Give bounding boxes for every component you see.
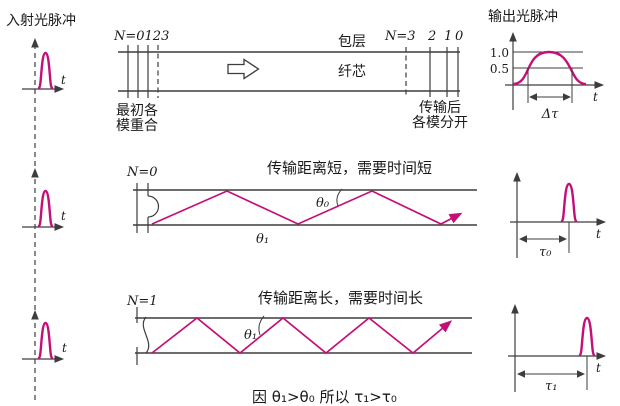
arrow-right-icon [559, 235, 567, 243]
input-pulse-curve [37, 321, 54, 360]
angle-arc-icon [258, 315, 265, 336]
arrow-right-icon [577, 370, 585, 378]
theta1-label: θ₁ [256, 232, 269, 247]
theta0-label: θ₀ [316, 196, 330, 211]
cladding-label: 包层 [338, 34, 366, 50]
arrow-left-icon [529, 93, 537, 101]
input-pulse-curve [37, 189, 54, 228]
input-caption-line1: 最初各 [116, 102, 158, 119]
delta-tau-label: Δτ [541, 107, 559, 122]
arrow-right-icon [563, 93, 571, 101]
t-label: t [596, 227, 601, 241]
output-pulse-title: 输出光脉冲 [488, 9, 558, 25]
input-graph-bottom: t [22, 321, 67, 363]
arrow-left-icon [517, 370, 525, 378]
input-graph-top: t [22, 51, 66, 93]
tau0-label: τ₀ [539, 245, 552, 260]
core-label: 纤芯 [338, 64, 366, 80]
mode0-label: N=0 [126, 165, 158, 180]
t-label: t [61, 73, 66, 87]
input-graph-middle: t [22, 189, 66, 231]
input-caption-line2: 模重合 [116, 118, 158, 134]
angle-arc-icon [336, 188, 343, 207]
mode0-ray-path [151, 190, 463, 225]
output-mode-label-0: 0 [455, 29, 463, 44]
input-pulse-column: 入射光脉冲 t t t [6, 13, 76, 402]
mode1-label: N=1 [126, 294, 158, 309]
input-pulse-curve [37, 51, 54, 90]
input-modes-label: N=0123 [113, 29, 169, 44]
theta1-label: θ₁ [244, 328, 257, 343]
tau1-graph: τ₁ t [508, 303, 607, 394]
mode1-row: N=1 传输距离长，需要时间长 θ₁ [126, 289, 472, 365]
t-label: t [62, 341, 67, 355]
output-mode-label-n3: N=3 [384, 29, 416, 44]
t-label: t [596, 361, 601, 375]
output-mode-label-1: 1 [444, 29, 452, 44]
delayed-pulse-curve [560, 182, 578, 223]
mode1-ray-path [151, 316, 453, 355]
mode0-caption: 传输距离短，需要时间短 [267, 159, 432, 177]
output-mode-label-2: 2 [427, 29, 436, 44]
fiber-overview: N=0123 N=3 2 1 0 包层 纤芯 最初各 模重合 传输后 各模分开 [113, 29, 468, 134]
t-label: t [593, 90, 598, 104]
tau0-graph: τ₀ t [510, 171, 607, 260]
delayed-pulse-curve [578, 316, 596, 357]
propagation-arrow-icon [227, 58, 260, 80]
input-pulse-title: 入射光脉冲 [6, 13, 76, 29]
output-caption-line2: 各模分开 [412, 115, 468, 131]
output-pulse-graph: 输出光脉冲 1.0 0.5 Δτ t [488, 9, 605, 122]
tick-1-0: 1.0 [490, 46, 509, 60]
t-label: t [61, 209, 66, 223]
conclusion-text: 因 θ₁>θ₀ 所以 τ₁>τ₀ [252, 388, 397, 406]
output-caption-line1: 传输后 [419, 100, 461, 116]
tick-0-5: 0.5 [490, 62, 509, 76]
broadened-pulse-curve [512, 50, 587, 86]
mode0-row: N=0 传输距离短，需要时间短 θ₀ θ₁ [126, 159, 477, 247]
arrow-left-icon [519, 235, 527, 243]
tau1-label: τ₁ [545, 379, 557, 394]
mode0-field-lobe [147, 195, 160, 218]
mode1-caption: 传输距离长，需要时间长 [258, 289, 423, 307]
mode1-field-scurve [142, 316, 150, 354]
